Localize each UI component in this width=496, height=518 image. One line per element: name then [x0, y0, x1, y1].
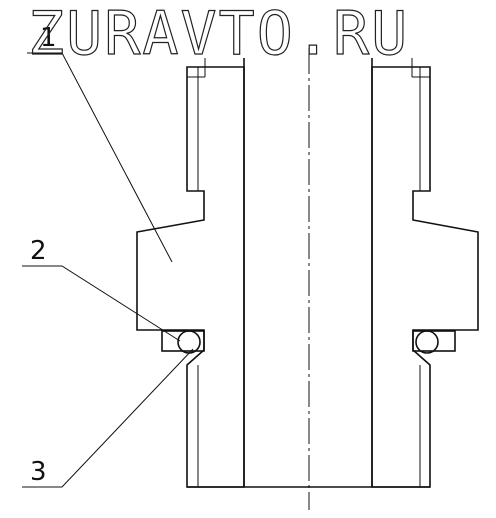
callout-2: 2 — [30, 236, 47, 266]
watermark: ZURAVTO.RU — [28, 0, 409, 69]
fitting-body-right-wall — [371, 66, 479, 488]
leader-lines — [22, 52, 194, 488]
thread-bottom — [187, 365, 430, 488]
callout-1: 1 — [40, 23, 57, 53]
callout-3: 3 — [30, 457, 47, 487]
fitting-body-left-wall — [136, 66, 245, 488]
sealing-ring-right — [412, 330, 456, 354]
bore — [243, 58, 373, 487]
thread-relief-top — [187, 58, 430, 191]
sealing-ring-left — [161, 330, 205, 354]
